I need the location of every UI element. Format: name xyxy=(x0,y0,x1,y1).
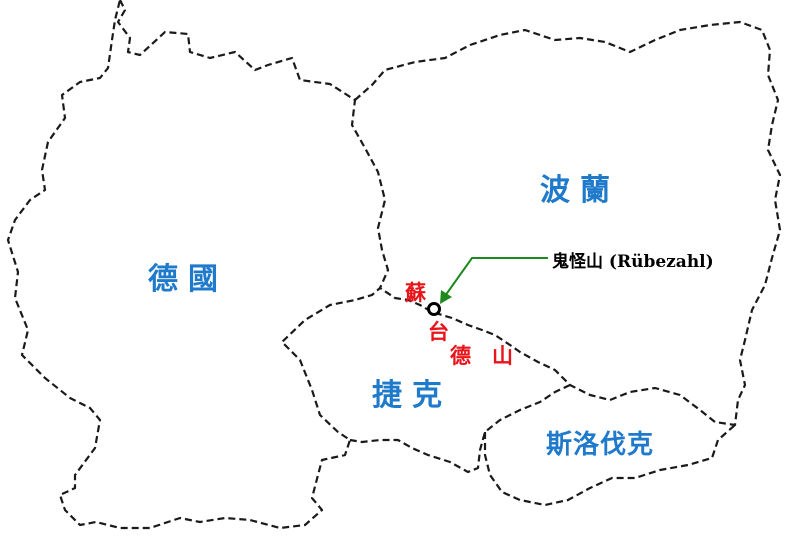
germany-border xyxy=(6,0,390,530)
czech-slovakia-border xyxy=(349,384,571,474)
label-czech: 捷克 xyxy=(372,378,452,413)
poland-border xyxy=(354,20,782,427)
pointer-arrow-line xyxy=(444,257,548,297)
label-slovakia: 斯洛伐克 xyxy=(546,430,655,460)
mountain-char-2: 台 xyxy=(428,319,449,344)
slovakia-south-border xyxy=(483,424,736,507)
peak-marker xyxy=(427,302,441,316)
mountain-char-1: 蘇 xyxy=(405,280,426,305)
mountain-char-3: 德 xyxy=(450,343,471,368)
label-germany: 德國 xyxy=(148,262,228,297)
mountain-char-4: 山 xyxy=(492,343,513,368)
pointer-arrow-head xyxy=(440,290,452,304)
label-poland: 波蘭 xyxy=(540,173,620,208)
peak-label: 鬼怪山 (Rübezahl) xyxy=(552,252,714,272)
